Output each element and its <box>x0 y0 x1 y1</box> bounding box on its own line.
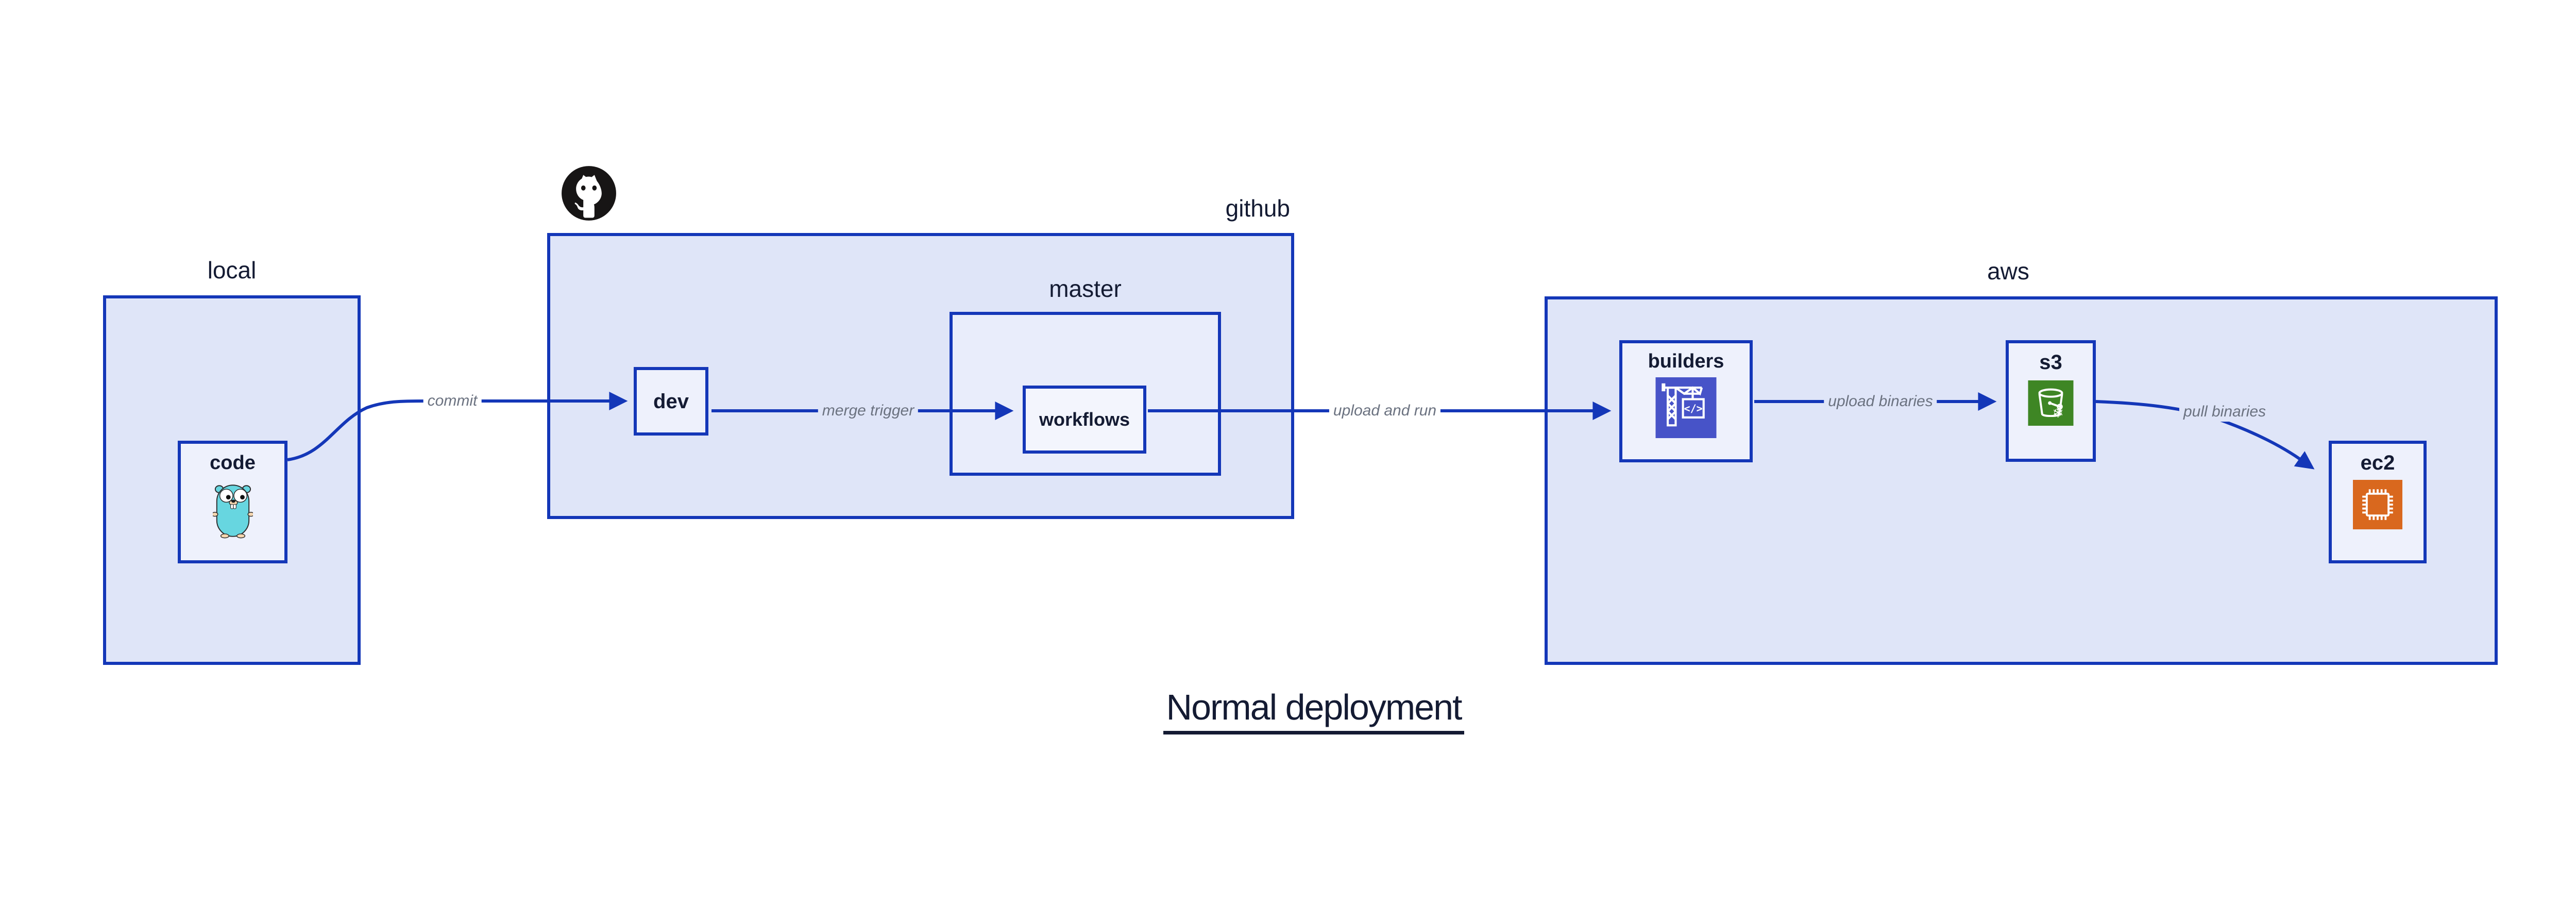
node-dev: dev <box>634 367 708 436</box>
group-label-master: master <box>1049 275 1122 302</box>
edge-commit-line <box>287 392 628 461</box>
node-label-ec2: ec2 <box>2360 452 2395 474</box>
node-workflows: workflows <box>1023 386 1146 454</box>
node-s3: s3 ❄ <box>2006 340 2096 462</box>
github-octocat-icon <box>562 166 616 221</box>
diagram-title-wrap: Normal deployment <box>1082 687 1546 734</box>
node-label-workflows: workflows <box>1039 409 1130 430</box>
group-label-aws: aws <box>1987 258 2029 285</box>
node-label-builders: builders <box>1648 350 1724 372</box>
go-gopher-icon <box>212 485 253 539</box>
edge-label-upload-binaries: upload binaries <box>1824 392 1937 411</box>
edge-label-pull-binaries: pull binaries <box>2179 402 2270 422</box>
edge-label-upload-and-run: upload and run <box>1329 401 1441 421</box>
codebuild-code-glyph: </> <box>1684 402 1703 414</box>
diagram-title: Normal deployment <box>1163 687 1465 734</box>
node-label-code: code <box>210 452 256 474</box>
node-ec2: ec2 <box>2329 441 2427 563</box>
node-builders: builders </> <box>1619 340 1753 462</box>
node-label-dev: dev <box>653 390 689 413</box>
node-label-s3: s3 <box>2039 351 2062 374</box>
node-code: code <box>178 441 287 563</box>
s3-glacier-bucket-icon: ❄ <box>2028 380 2074 426</box>
edge-label-merge-trigger: merge trigger <box>818 401 919 421</box>
codebuild-icon: </> <box>1655 377 1717 438</box>
group-label-local: local <box>207 257 257 283</box>
group-label-github: github <box>1225 195 1290 222</box>
edge-label-commit: commit <box>423 391 482 411</box>
ec2-chip-icon <box>2353 480 2402 529</box>
snowflake-glyph: ❄ <box>2053 405 2064 421</box>
